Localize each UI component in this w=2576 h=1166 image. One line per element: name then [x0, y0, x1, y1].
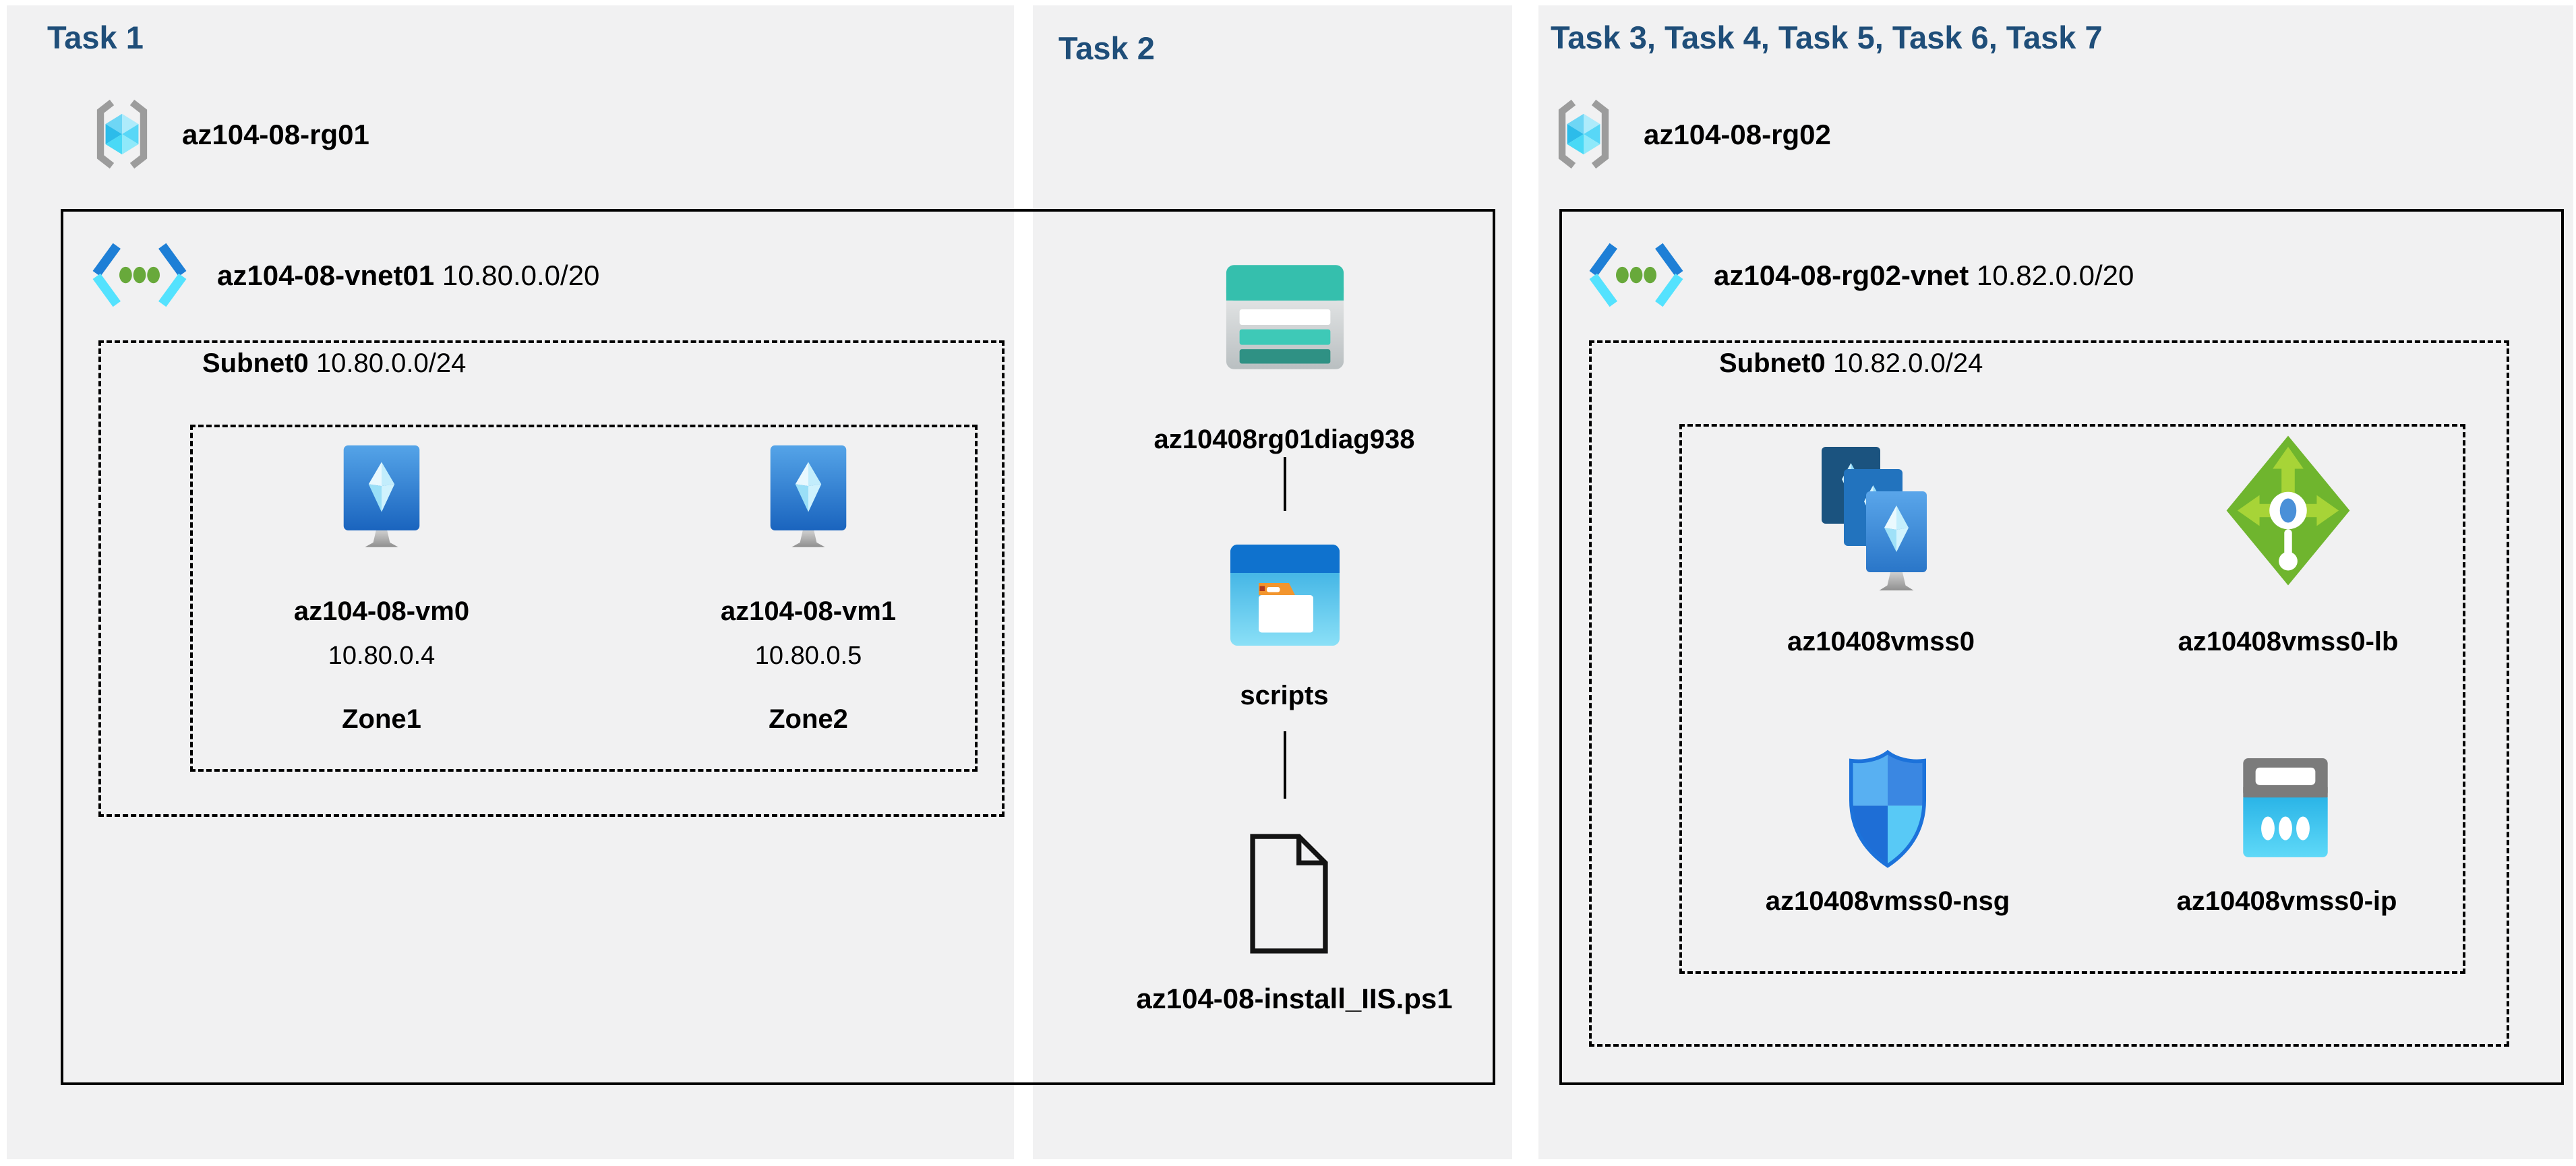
subnet-box: [98, 340, 1005, 817]
task1-title: Task 1: [47, 20, 144, 55]
resource-group-label: az104-08-rg02: [1644, 119, 1831, 150]
subnet-cidr: 10.80.0.0/24: [316, 348, 467, 378]
connector-line: [1284, 731, 1286, 799]
vnet-cidr: 10.80.0.0/20: [442, 259, 600, 291]
load-balancer-icon: [2226, 435, 2350, 586]
virtual-machine-icon: [343, 445, 420, 547]
vm-scale-set-icon: [1822, 447, 1927, 590]
virtual-machine-icon: [770, 445, 847, 547]
subnet-label: Subnet0 10.80.0.0/24: [202, 348, 466, 379]
file-label: az104-08-install_IIS.ps1: [1136, 983, 1453, 1014]
task3-title: Task 3, Task 4, Task 5, Task 6, Task 7: [1551, 20, 2103, 55]
subnet-label: Subnet0 10.82.0.0/24: [1719, 348, 1983, 379]
vnet-label: az104-08-rg02-vnet 10.82.0.0/20: [1714, 259, 2134, 292]
network-security-group-icon: [1849, 749, 1927, 868]
task1-panel: [7, 5, 1014, 1159]
task3-panel: [1538, 5, 2573, 1159]
resource-label: az10408vmss0-ip: [2176, 886, 2397, 916]
file-icon: [1250, 834, 1328, 954]
virtual-network-icon: [92, 243, 187, 307]
vm-name: az104-08-vm0: [293, 596, 470, 626]
vnet-cidr: 10.82.0.0/20: [1976, 259, 2134, 291]
folder-label: scripts: [1240, 681, 1329, 710]
vm-ip: 10.80.0.4: [328, 642, 436, 670]
vm-name: az104-08-vm1: [720, 596, 897, 626]
vnet-name: az104-08-vnet01: [217, 259, 435, 291]
folder-icon: [1230, 545, 1340, 646]
resource-group-icon: [1558, 99, 1609, 169]
resource-group-inner-box: [1679, 424, 2465, 974]
vnet-box: [61, 209, 1495, 1085]
storage-account-label: az10408rg01diag938: [1154, 425, 1415, 454]
subnet-box: [1589, 340, 2509, 1047]
subnet-name: Subnet0: [1719, 348, 1826, 378]
subnet-name: Subnet0: [202, 348, 309, 378]
resource-group-icon: [96, 99, 148, 169]
vnet-name: az104-08-rg02-vnet: [1714, 259, 1969, 291]
vnet-box: [1559, 209, 2564, 1085]
resource-label: az10408vmss0: [1787, 627, 1975, 656]
resource-label: az10408vmss0-lb: [2178, 627, 2399, 656]
storage-account-icon: [1226, 265, 1344, 369]
availability-zone-box: [190, 425, 978, 772]
resource-label: az10408vmss0-nsg: [1765, 886, 2010, 916]
virtual-network-icon: [1589, 243, 1683, 307]
task2-title: Task 2: [1058, 30, 1155, 66]
vm-zone: Zone1: [342, 704, 421, 734]
vm-ip: 10.80.0.5: [754, 642, 862, 670]
public-ip-icon: [2243, 758, 2328, 857]
subnet-cidr: 10.82.0.0/24: [1832, 348, 1983, 378]
vm-zone: Zone2: [769, 704, 848, 734]
vnet-label: az104-08-vnet01 10.80.0.0/20: [217, 259, 599, 292]
connector-line: [1284, 457, 1286, 511]
resource-group-label: az104-08-rg01: [182, 119, 369, 150]
